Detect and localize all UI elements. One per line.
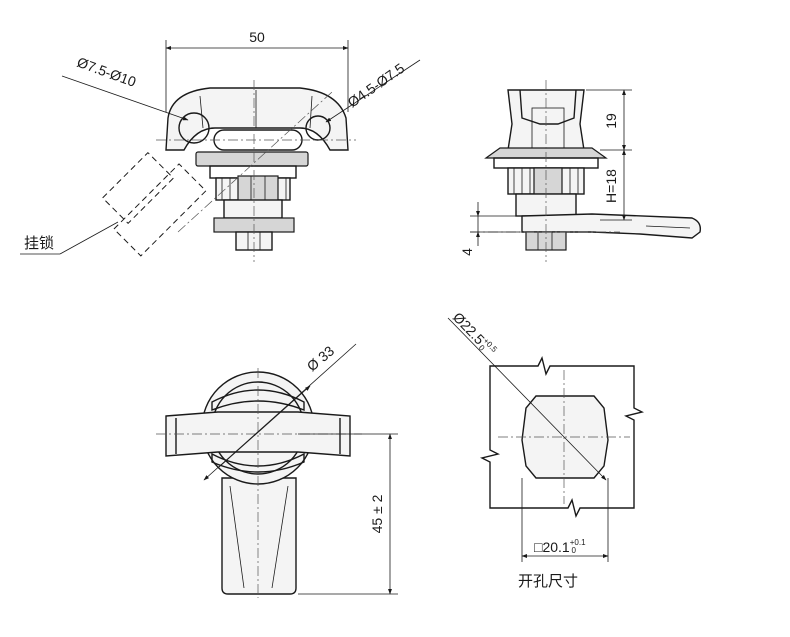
dim-width-50: 50 xyxy=(249,29,265,45)
cam-tongue xyxy=(221,477,297,595)
dim-dia-4-5-7-5: Ø4.5-Ø7.5 xyxy=(345,60,408,111)
hex-nut xyxy=(237,175,279,203)
dim-dia-7-5-10: Ø7.5-Ø10 xyxy=(75,54,138,90)
padlock-phantom xyxy=(101,151,207,257)
dim-4: 4 xyxy=(459,248,475,256)
label-cutout-size: 开孔尺寸 xyxy=(518,572,578,590)
dim-height-19: 19 xyxy=(603,113,619,129)
dim-h-18: H=18 xyxy=(603,169,619,203)
handle-body xyxy=(165,87,349,151)
shackle-hole-left xyxy=(178,112,210,144)
dim-dia-33: Ø 33 xyxy=(304,342,338,374)
side-view: 19 H=18 4 xyxy=(459,80,702,262)
top-handle-bar xyxy=(165,411,351,457)
lower-body xyxy=(223,199,283,219)
label-padlock: 挂锁 xyxy=(24,234,54,252)
top-view: Ø 33 45 ± 2 xyxy=(156,342,398,598)
dim-length-45: 45 ± 2 xyxy=(369,494,385,533)
front-view: 50 Ø7.5-Ø10 Ø4.5-Ø7.5 挂锁 xyxy=(20,29,421,262)
dim-hole-dia: Ø22.5+0.50 xyxy=(449,309,499,360)
flange xyxy=(195,151,309,167)
panel-outline xyxy=(479,355,645,519)
